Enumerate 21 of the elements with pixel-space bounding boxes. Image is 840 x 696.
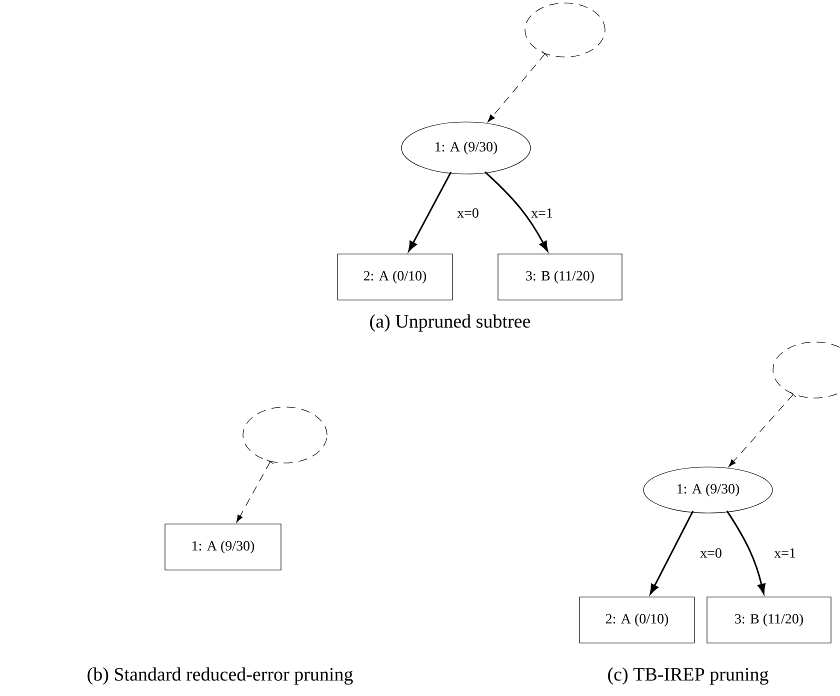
leaf-box: 3: B (11/20)	[498, 254, 622, 300]
arrow	[728, 392, 796, 468]
leaf-box: 3: B (11/20)	[706, 596, 832, 644]
leaf-box: 1: A (9/30)	[164, 524, 282, 570]
caption: (a) Unpruned subtree	[370, 314, 530, 332]
arrow	[650, 510, 694, 594]
dashed-ellipse	[242, 406, 328, 464]
leaf-box: 2: A (0/10)	[579, 596, 695, 644]
edge-label: x=0	[456, 207, 480, 219]
arrow	[408, 172, 452, 252]
edge-label: x=0	[699, 547, 723, 559]
arrow	[484, 171, 548, 252]
dashed-ellipse	[524, 2, 606, 58]
caption: (b) Standard reduced-error pruning	[88, 667, 353, 685]
caption: (c) TB-IREP pruning	[608, 667, 768, 685]
edge-label: x=1	[530, 207, 554, 219]
edge-label: x=1	[773, 547, 797, 559]
arrow	[726, 510, 766, 594]
arrow	[487, 51, 548, 122]
arrow	[236, 460, 274, 523]
leaf-box: 2: A (0/10)	[337, 254, 453, 300]
